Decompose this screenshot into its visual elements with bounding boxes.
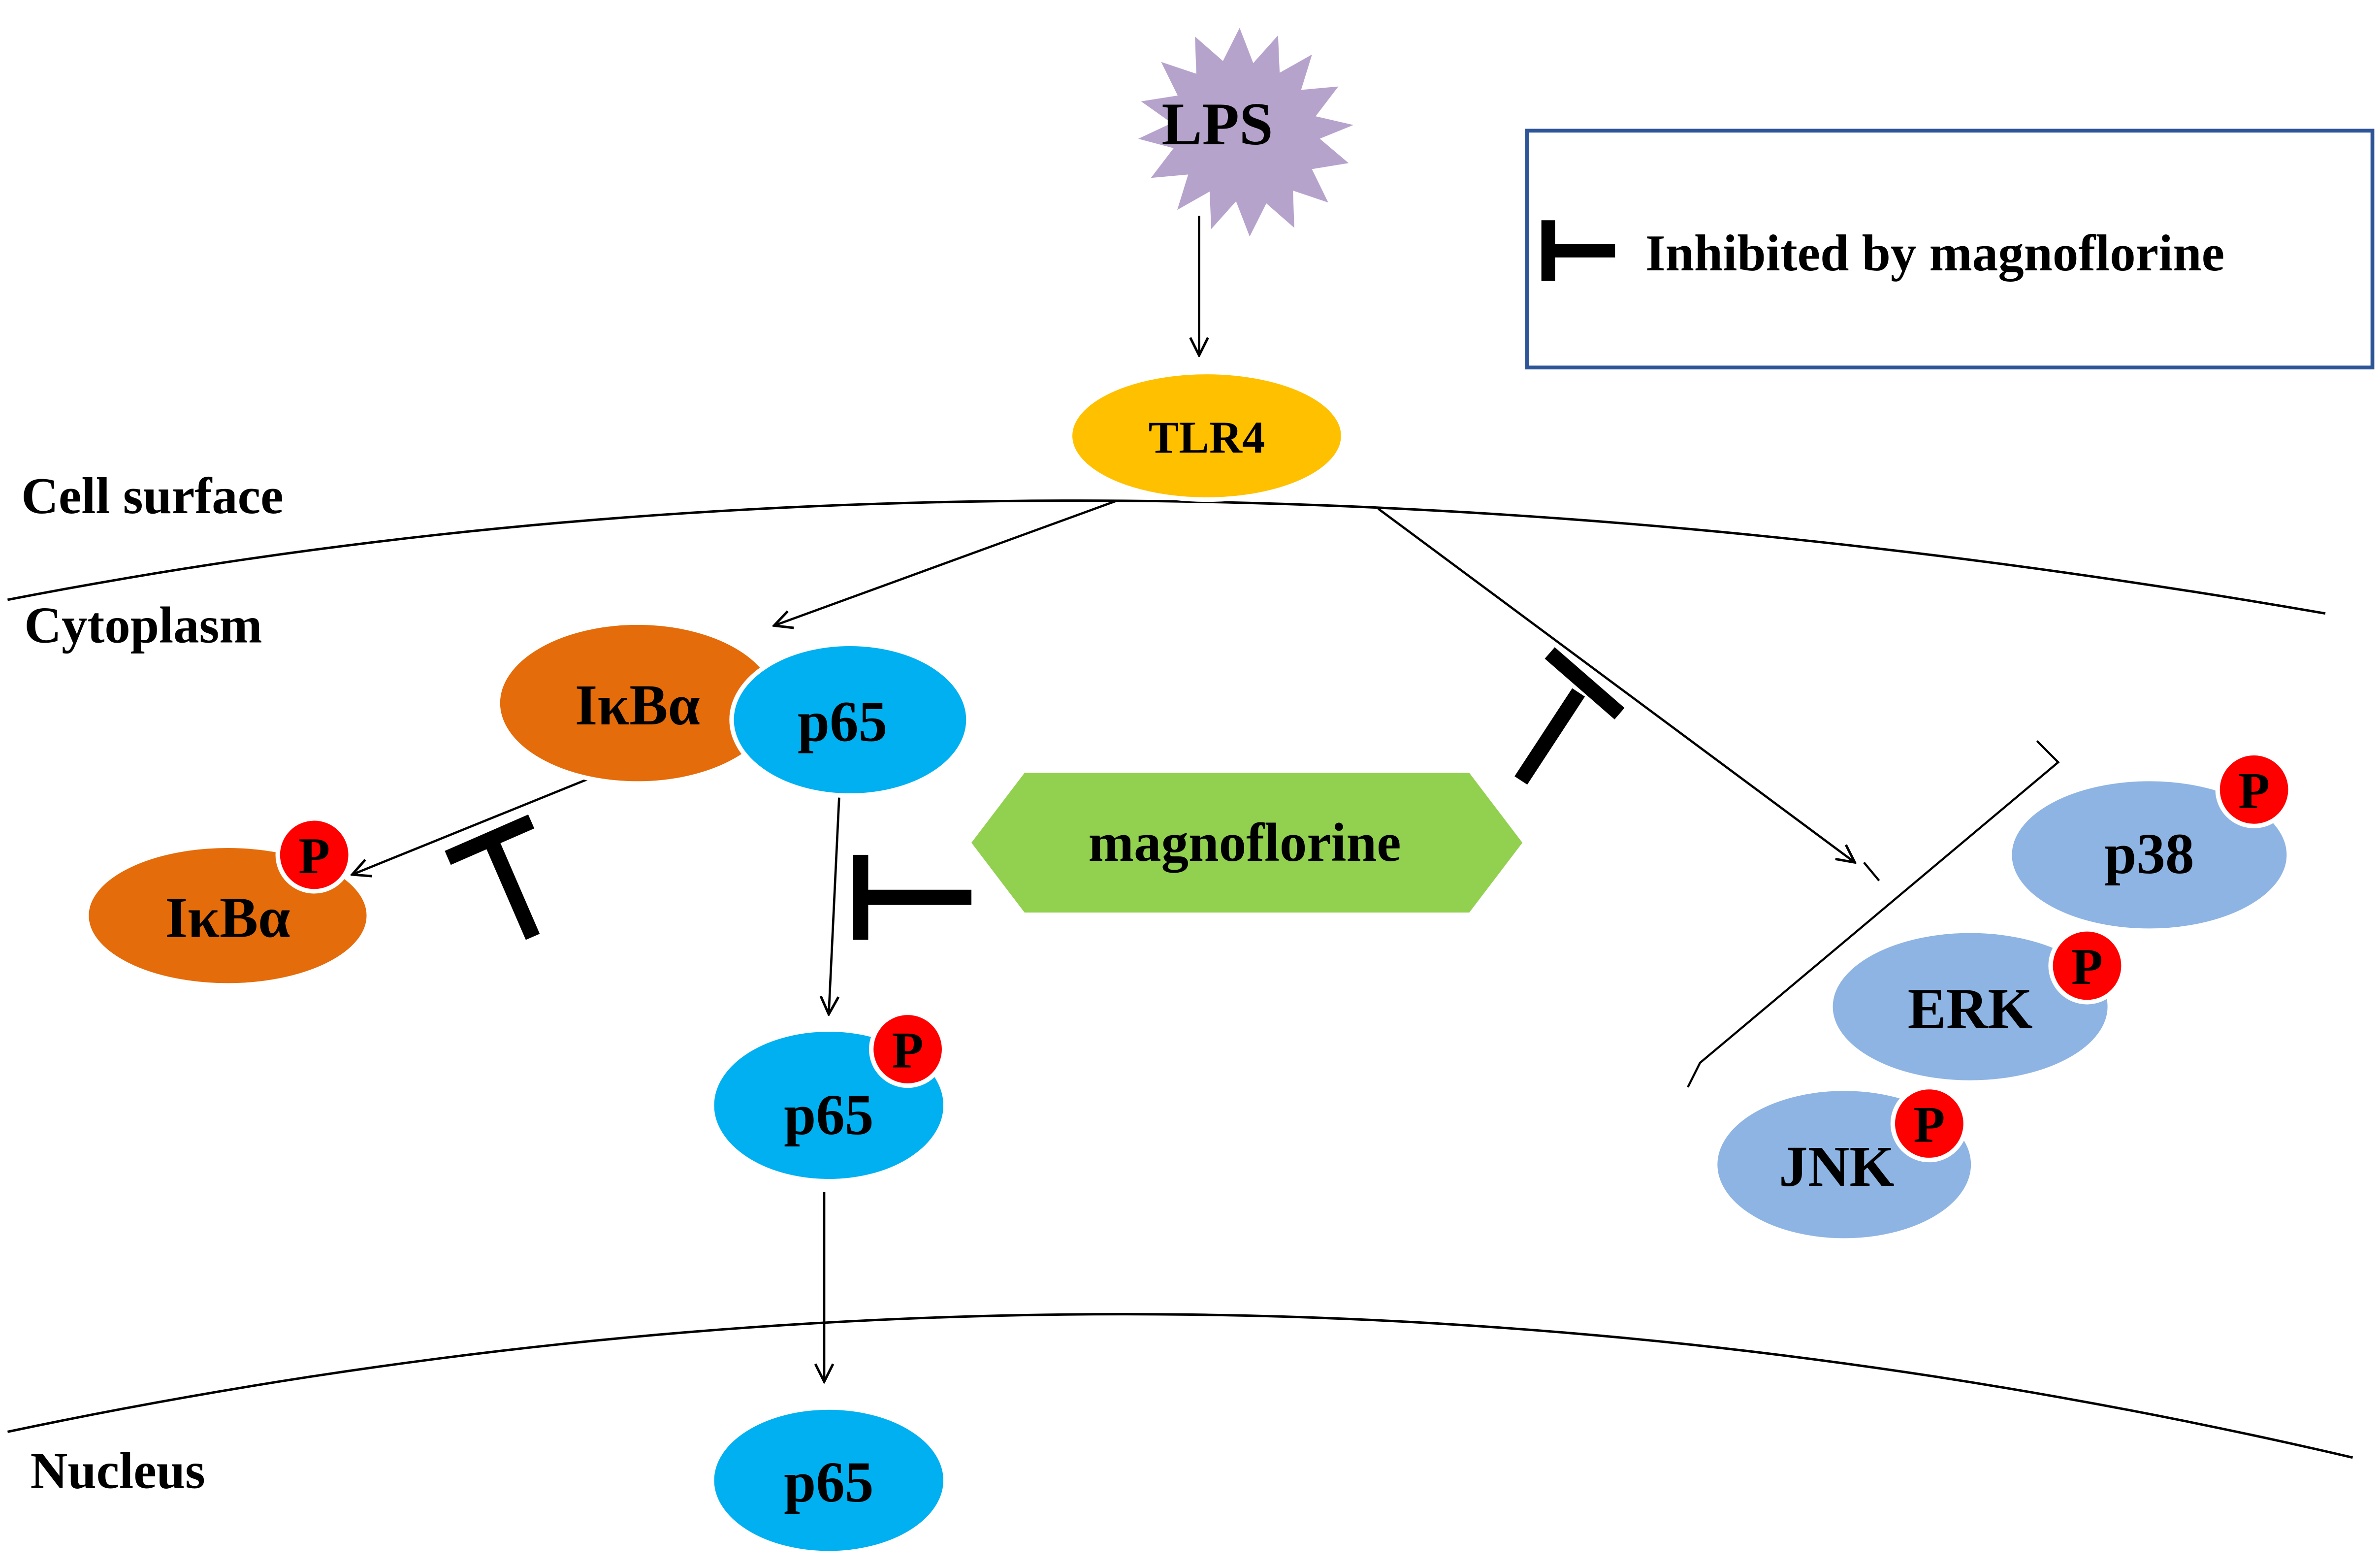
inhibit-ikba-phosphorylation-icon <box>445 814 540 940</box>
inhibition-legend-icon <box>1541 220 1615 281</box>
nucleus-label: Nucleus <box>31 1442 205 1499</box>
erk-node <box>1828 928 2112 1085</box>
phospho-badge-jnk: P <box>1890 1084 1968 1163</box>
legend-text: Inhibited by magnoflorine <box>1645 225 2224 282</box>
lps-label: LPS <box>1161 90 1273 158</box>
tlr4-label: TLR4 <box>1149 413 1265 463</box>
p65-complex-label: p65 <box>798 690 887 754</box>
phospho-badge-p38: P <box>2215 751 2293 828</box>
phospho-mark: P <box>2238 762 2270 819</box>
mapk-bracket <box>1687 740 2060 1088</box>
magnoflorine-node <box>971 773 1523 913</box>
p65-complex-node <box>729 641 971 798</box>
jnk-label: JNK <box>1779 1135 1894 1199</box>
phospho-ikba-label: IκBα <box>165 886 290 949</box>
cytoplasm-label: Cytoplasm <box>24 596 262 653</box>
inhibit-mapk-pathway-icon <box>1514 647 1625 785</box>
arrow-p65-to-phospho-p65 <box>829 792 841 1014</box>
legend-box <box>1525 129 2375 370</box>
arrow-ikba-to-phospho-ikba <box>352 773 600 875</box>
phospho-mark: P <box>1913 1096 1945 1153</box>
cell-membrane-line <box>7 499 2326 615</box>
inhibit-p65-phosphorylation-icon <box>853 854 972 940</box>
phospho-p65-label: p65 <box>784 1083 873 1147</box>
phospho-badge-p65: P <box>868 1010 947 1088</box>
cell-surface-label: Cell surface <box>21 467 284 524</box>
nuclear-membrane-line <box>7 1313 2353 1459</box>
phospho-mark: P <box>298 827 330 884</box>
phospho-mark: P <box>2071 938 2103 995</box>
erk-label: ERK <box>1908 977 2033 1041</box>
lps-node <box>1129 20 1364 244</box>
arrow-tlr4-to-mapk <box>1377 508 1855 862</box>
phospho-badge-ikba: P <box>275 816 353 894</box>
ikba-complex-label: IκBα <box>575 674 700 737</box>
nuclear-p65-label: p65 <box>784 1451 873 1514</box>
phospho-mark: P <box>892 1022 924 1079</box>
nuclear-p65-node <box>709 1405 948 1556</box>
p38-label: p38 <box>2104 822 2194 886</box>
phospho-badge-erk: P <box>2048 927 2126 1005</box>
tlr4-node <box>1067 369 1346 502</box>
p38-node <box>2007 777 2291 933</box>
arrow-tlr4-to-ikba <box>774 500 1116 626</box>
magnoflorine-label: magnoflorine <box>1089 813 1401 873</box>
